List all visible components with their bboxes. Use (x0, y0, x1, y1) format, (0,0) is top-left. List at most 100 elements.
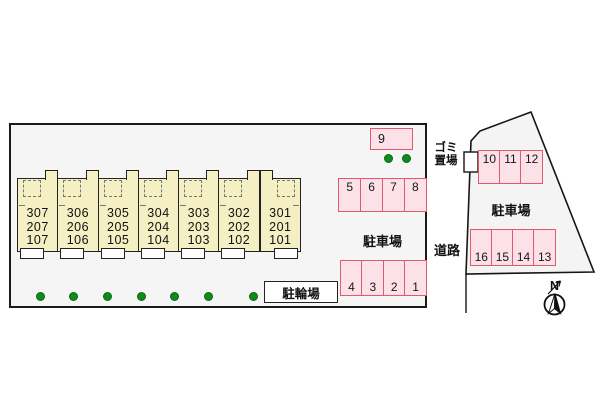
room-number: 205 (107, 219, 130, 234)
room-number: 203 (187, 219, 210, 234)
entrance-porch (181, 248, 206, 259)
building-unit: 304 204 104 (139, 170, 180, 259)
room-number: 202 (227, 219, 251, 234)
parking-space: 15 (491, 229, 514, 266)
parking-space: 1 (404, 260, 427, 296)
garbage-area-label-line2: 置場 (434, 155, 458, 167)
bicycle-parking-label: 駐輪場 (282, 286, 320, 301)
room-numbers: 303 203 103 (179, 206, 218, 248)
entrance-porch (20, 248, 44, 259)
stairwell-bump (259, 170, 273, 180)
building-unit: 303 203 103 (179, 170, 220, 259)
parking-row-16-13: 16 15 14 13 (470, 229, 556, 266)
parking-space: 5 (338, 178, 362, 212)
entrance-porch (221, 248, 246, 259)
room-numbers: 305 205 105 (99, 206, 138, 248)
stairwell-bump (85, 170, 99, 180)
stairwell-bump (166, 170, 180, 180)
main-parking-label: 駐車場 (362, 234, 402, 249)
room-number: 103 (187, 233, 210, 247)
north-arrow (547, 280, 562, 295)
bicycle-parking-box: 駐輪場 (264, 281, 338, 303)
room-numbers: 306 206 106 (58, 206, 97, 248)
parking-space: 12 (520, 150, 544, 184)
compass-icon: N (543, 279, 566, 316)
room-number: 206 (66, 219, 90, 234)
apartment-building: 307 207 107 306 206 106 (17, 170, 301, 259)
tree-icon (36, 292, 45, 301)
stairwell-bump (246, 170, 260, 180)
stairwell-bump (45, 170, 59, 180)
parking-space-number: 9 (378, 132, 385, 146)
tree-icon (137, 292, 146, 301)
dashed-tick (59, 205, 66, 206)
tree-icon (249, 292, 258, 301)
dashed-tick (139, 205, 146, 206)
parking-space: 16 (470, 229, 493, 266)
parking-space: 4 (340, 260, 363, 296)
building-unit: 305 205 105 (99, 170, 139, 259)
balcony-dashed-outline (184, 180, 203, 197)
parking-space-9: 9 (370, 128, 413, 150)
room-number: 307 (26, 206, 49, 220)
road-label: 道路 (433, 243, 460, 258)
entrance-porch (140, 248, 165, 259)
parking-space: 10 (478, 150, 501, 184)
balcony-dashed-outline (143, 180, 162, 197)
building-unit: 307 207 107 (18, 170, 59, 259)
room-number: 106 (66, 233, 90, 247)
dashed-tick (19, 205, 25, 206)
main-site-boundary: 307 207 107 306 206 106 (9, 123, 427, 308)
balcony-dashed-outline (276, 180, 295, 197)
tree-icon (402, 154, 411, 163)
compass-needle-right (553, 293, 562, 315)
room-number: 107 (26, 233, 49, 247)
room-number: 207 (26, 219, 49, 234)
parking-space: 8 (403, 178, 427, 212)
garbage-area-label-line1: ゴミ (434, 142, 458, 154)
tree-icon (170, 292, 179, 301)
room-number: 204 (147, 219, 170, 234)
tree-icon (69, 292, 78, 301)
tree-icon (384, 154, 393, 163)
room-numbers: 307 207 107 (18, 206, 57, 248)
room-number: 304 (147, 206, 170, 220)
parking-row-4-1: 4 3 2 1 (340, 260, 427, 296)
room-number: 105 (107, 233, 130, 247)
balcony-dashed-outline (23, 180, 41, 197)
dashed-tick (220, 205, 227, 206)
dashed-tick (180, 205, 187, 206)
building-unit: 306 206 106 (58, 170, 99, 259)
room-numbers: 302 202 102 (219, 206, 258, 248)
room-number: 301 (269, 206, 292, 220)
room-number: 101 (269, 233, 292, 247)
dashed-tick (292, 205, 299, 206)
building-unit: 301 201 101 (259, 170, 300, 259)
room-number: 303 (187, 206, 210, 220)
entrance-porch (100, 248, 125, 259)
parking-space: 13 (533, 229, 556, 266)
room-number: 306 (66, 206, 90, 220)
garbage-station-box (463, 151, 479, 173)
room-numbers: 304 204 104 (139, 206, 178, 248)
parking-space: 14 (512, 229, 535, 266)
dashed-tick (99, 205, 106, 206)
balcony-dashed-outline (224, 180, 243, 197)
building-unit: 302 202 102 (219, 170, 260, 259)
room-number: 305 (107, 206, 130, 220)
room-number: 201 (269, 219, 292, 234)
right-parking-label: 駐車場 (491, 203, 531, 218)
parking-space: 11 (499, 150, 522, 184)
room-numbers: 301 201 101 (261, 206, 300, 248)
tree-icon (103, 292, 112, 301)
garbage-area-label: ゴミ 置場 (428, 142, 464, 168)
balcony-dashed-outline (103, 180, 122, 197)
parking-space: 3 (361, 260, 385, 296)
room-number: 302 (227, 206, 251, 220)
stairwell-bump (125, 170, 139, 180)
north-label: N (550, 279, 559, 293)
room-number: 104 (147, 233, 170, 247)
parking-row-5-8: 5 6 7 8 (338, 178, 427, 212)
entrance-porch (60, 248, 85, 259)
